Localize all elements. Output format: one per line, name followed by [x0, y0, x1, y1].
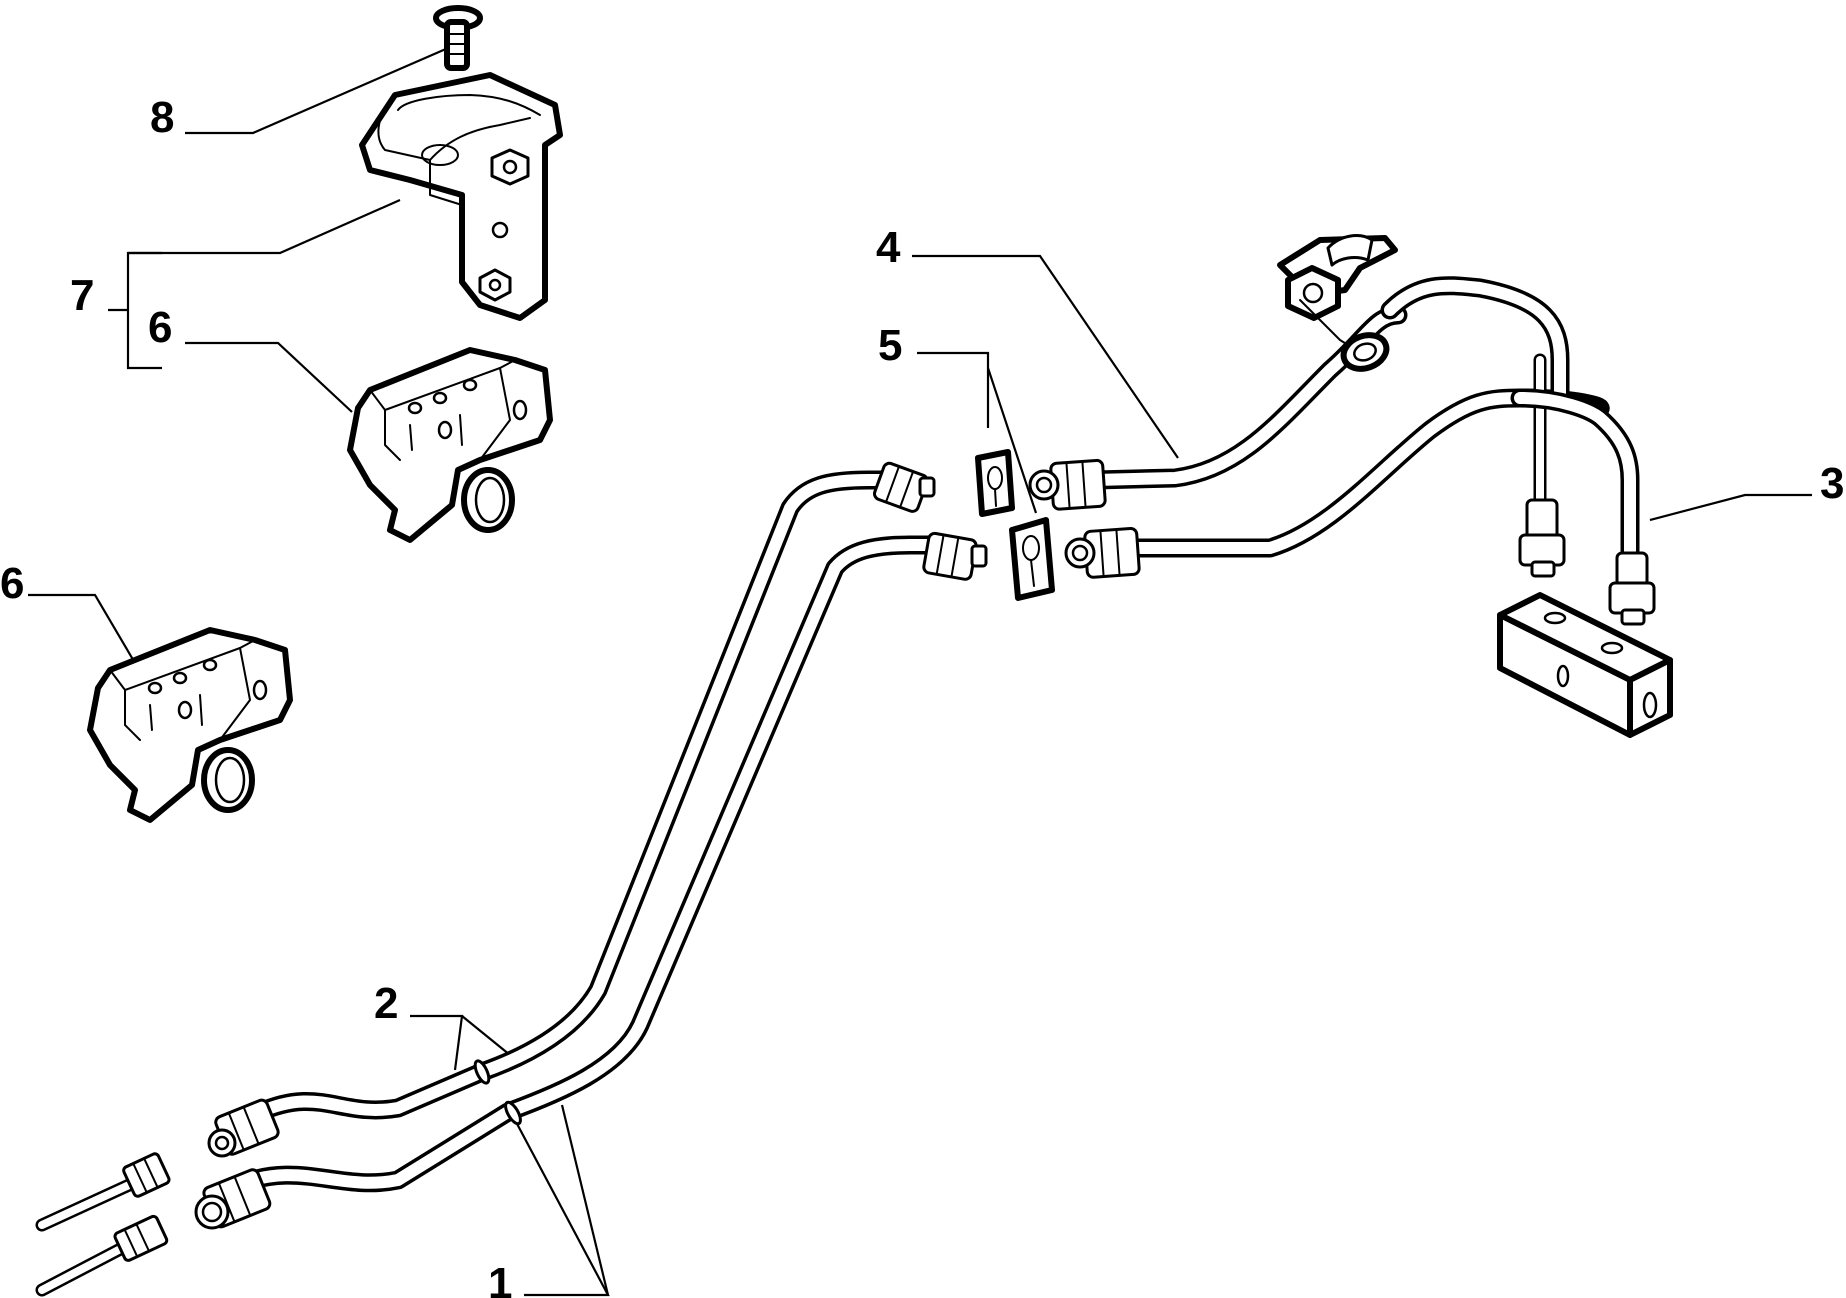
callout-2: 2	[374, 979, 398, 1028]
fittings	[113, 458, 1656, 1262]
callout-8: 8	[150, 93, 174, 142]
brake-pipe-3	[1125, 276, 1640, 565]
callout-3: 3	[1820, 459, 1844, 508]
callout-7: 7	[70, 271, 94, 320]
callout-6-lower: 6	[0, 559, 24, 608]
mount-6-upper	[347, 347, 553, 543]
brake-pipe-1	[228, 535, 945, 1195]
clip-5-lower	[1009, 517, 1055, 601]
distribution-block	[1497, 592, 1673, 738]
leader-lines	[28, 43, 1812, 1297]
bracket-7	[359, 72, 563, 321]
pipe-joints	[473, 1059, 522, 1126]
pipe-mounting-clamp	[1277, 234, 1398, 372]
brake-pipe-4	[1085, 305, 1408, 490]
mount-6-lower	[87, 627, 293, 823]
bolt-8	[433, 5, 483, 71]
clip-5-upper	[975, 449, 1015, 517]
outlet-pipes	[35, 1173, 147, 1297]
callout-5: 5	[878, 321, 902, 370]
brake-pipe-2	[248, 470, 895, 1123]
callout-4: 4	[876, 223, 901, 272]
callout-1: 1	[488, 1259, 512, 1298]
callout-6-upper: 6	[148, 303, 172, 352]
